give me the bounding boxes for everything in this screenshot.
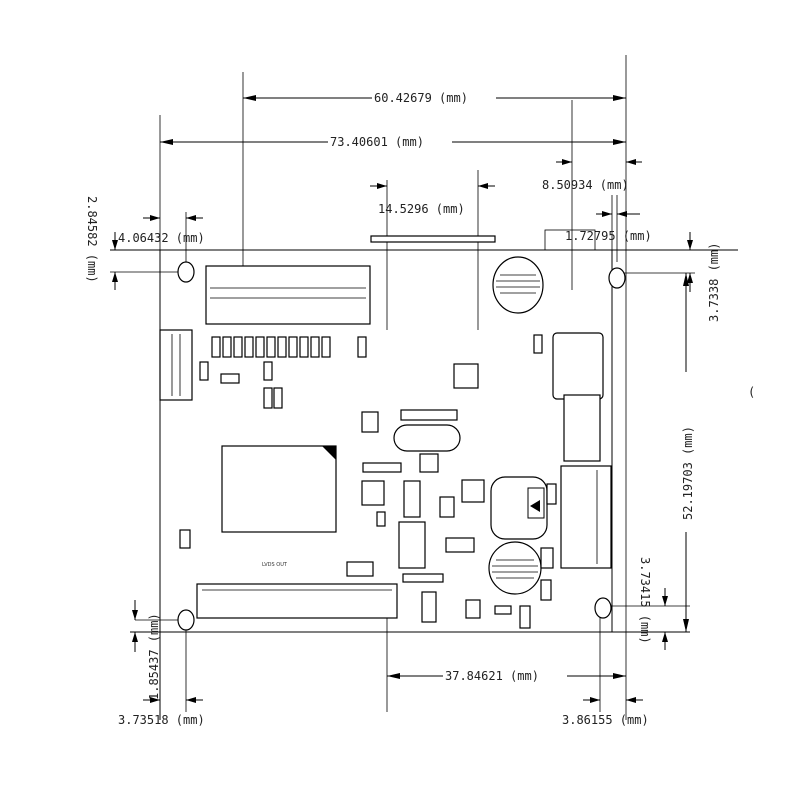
svg-text:(: (	[748, 385, 755, 399]
mounting-holes	[177, 261, 626, 631]
dim-60-label: 60.42679 (mm)	[374, 91, 468, 105]
dim-4-06-label: 4.06432 (mm)	[118, 231, 205, 245]
dim-52-label: 52.19703 (mm)	[681, 426, 695, 520]
dim-2-84-label: 2.84582 (mm)	[85, 196, 99, 283]
side-connector	[159, 329, 193, 401]
dim-14-5-label: 14.5296 (mm)	[378, 202, 465, 216]
fpc-connector	[205, 265, 371, 325]
dim-3-73-top-label: 3.7338 (mm)	[707, 243, 721, 322]
lvds-connector	[196, 583, 398, 619]
dim-3-73-bottom-label: 3.73415 (mm)	[638, 557, 652, 644]
dim-8-5-label: 8.50934 (mm)	[542, 178, 629, 192]
dim-3-86-label: 3.86155 (mm)	[562, 713, 649, 727]
mount-hole-top-right	[608, 267, 626, 289]
resistor-row	[211, 336, 367, 358]
mount-hole-bottom-right	[594, 597, 612, 619]
edge-connector	[370, 235, 496, 243]
extension-lines	[110, 55, 695, 720]
dim-1-72-label: 1.72795 (mm)	[565, 229, 652, 243]
mount-hole-bottom-left	[177, 609, 195, 631]
dim-73-label: 73.40601 (mm)	[330, 135, 424, 149]
inductor-top	[492, 256, 544, 314]
mount-hole-top-left	[177, 261, 195, 283]
crystal	[393, 424, 461, 452]
dim-37-label: 37.84621 (mm)	[445, 669, 539, 683]
lvds-out-label: LVDS OUT	[262, 562, 288, 568]
main-ic	[221, 445, 337, 533]
inductor-bottom	[488, 541, 542, 595]
power-component	[552, 332, 604, 400]
dim-3-73-bottom-left-label: 3.73518 (mm)	[118, 713, 205, 727]
pcb-board	[110, 249, 738, 720]
dimension-labels: 60.42679 (mm) 73.40601 (mm) 8.50934 (mm)…	[85, 91, 721, 727]
components: LVDS OUT	[159, 229, 612, 629]
right-connector	[560, 465, 612, 569]
dim-1-85-label: 1.85437 (mm)	[147, 613, 161, 700]
small-chip	[453, 363, 479, 389]
